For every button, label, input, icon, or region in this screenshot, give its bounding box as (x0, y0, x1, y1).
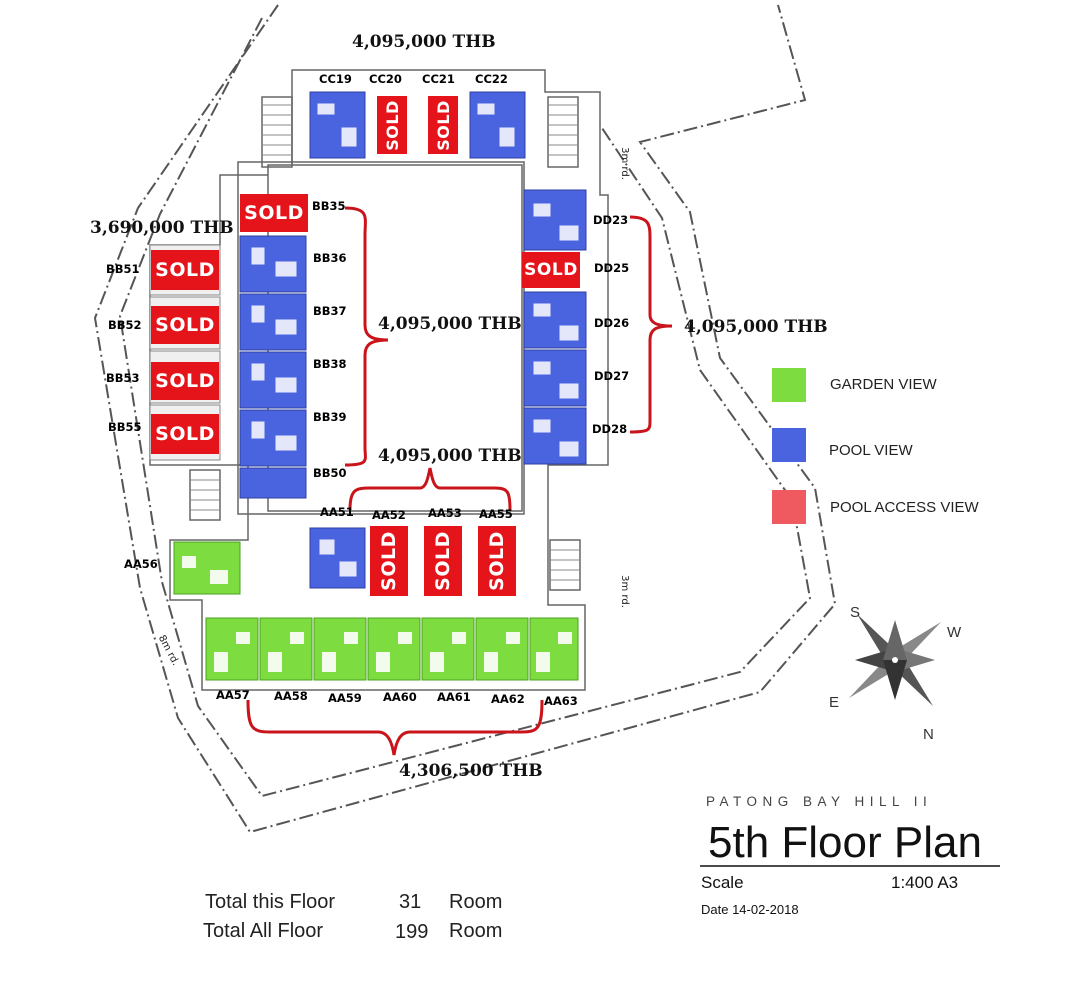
unit-code: DD25 (594, 261, 630, 275)
unit-code: AA63 (544, 694, 578, 708)
compass-e: E (829, 694, 840, 711)
compass-w: W (947, 624, 962, 641)
unit-code: AA62 (491, 692, 525, 706)
unit-code: BB50 (313, 466, 347, 480)
unit-code: DD23 (593, 213, 629, 227)
unit-code: AA59 (328, 691, 362, 705)
unit-code: AA57 (216, 688, 250, 702)
unit-code: AA51 (320, 505, 354, 519)
road-label: 3m rd. (618, 147, 630, 180)
site-boundary (93, 4, 837, 834)
unit-code: AA53 (428, 506, 462, 520)
unit-code: DD26 (594, 316, 630, 330)
legend-label: POOL VIEW (829, 442, 913, 459)
unit-code: AA55 (479, 507, 513, 521)
sold-badge: SOLD (377, 96, 407, 154)
plan-date: Date 14-02-2018 (701, 902, 799, 917)
legend-swatch-garden (772, 368, 806, 402)
legend-label: GARDEN VIEW (830, 376, 937, 393)
total-this-floor-label: Total this Floor (205, 891, 336, 913)
building-outline (149, 69, 609, 691)
price-aa-lower: 4,306,500 THB (399, 761, 543, 781)
sold-badge: SOLD (424, 526, 462, 596)
unit-code: DD28 (592, 422, 628, 436)
sold-badge: SOLD (151, 414, 219, 454)
sold-badge: SOLD (478, 526, 516, 596)
unit-code: BB51 (106, 262, 140, 276)
project-name: PATONG BAY HILL II (706, 794, 933, 809)
unit-code: BB37 (313, 304, 347, 318)
unit-code: BB55 (108, 420, 142, 434)
unit-code: AA60 (383, 690, 417, 704)
unit-code: BB35 (312, 199, 346, 213)
garden-view-units (173, 541, 579, 681)
sold-badge: SOLD (240, 194, 308, 232)
unit-code: BB36 (313, 251, 347, 265)
unit-code: BB52 (108, 318, 142, 332)
price-left: 3,690,000 THB (90, 218, 234, 238)
total-all-floor-count: 199 (395, 921, 429, 943)
price-aa-upper: 4,095,000 THB (378, 446, 522, 466)
scale-value: 1:400 A3 (891, 873, 959, 892)
unit-code: AA56 (124, 557, 158, 571)
scale-label: Scale (701, 873, 744, 892)
unit-code: CC20 (369, 72, 402, 86)
page-title: 5th Floor Plan (708, 818, 982, 867)
compass-icon (849, 614, 941, 706)
unit-code: BB38 (313, 357, 347, 371)
total-all-floor-label: Total All Floor (203, 920, 324, 942)
price-brackets (246, 206, 673, 756)
unit-code: DD27 (594, 369, 630, 383)
road-label: 3m rd. (618, 575, 630, 608)
total-this-floor-count: 31 (399, 891, 422, 913)
unit-code: BB39 (313, 410, 347, 424)
sold-badge: SOLD (370, 526, 408, 596)
unit-code: CC22 (475, 72, 508, 86)
sold-badge: SOLD (151, 306, 219, 344)
unit-code: CC19 (319, 72, 352, 86)
unit-code: CC21 (422, 72, 455, 86)
unit-code: AA58 (274, 689, 308, 703)
price-dd-column: 4,095,000 THB (684, 317, 828, 337)
sold-badge: SOLD (428, 96, 458, 154)
unit-code: AA61 (437, 690, 471, 704)
sold-badge: SOLD (522, 252, 580, 288)
sold-badge: SOLD (151, 362, 219, 400)
unit-code: AA52 (372, 508, 406, 522)
price-top: 4,095,000 THB (352, 32, 496, 52)
compass-n: N (923, 726, 934, 743)
total-this-floor-unit: Room (449, 891, 503, 913)
price-bb-column: 4,095,000 THB (378, 314, 522, 334)
sold-badge: SOLD (151, 250, 219, 290)
total-all-floor-unit: Room (449, 920, 503, 942)
compass-s: S (850, 604, 861, 621)
unit-code: BB53 (106, 371, 140, 385)
legend-swatch-pool (772, 428, 806, 462)
legend-swatch-pool-access (772, 490, 806, 524)
legend-label: POOL ACCESS VIEW (830, 499, 979, 516)
